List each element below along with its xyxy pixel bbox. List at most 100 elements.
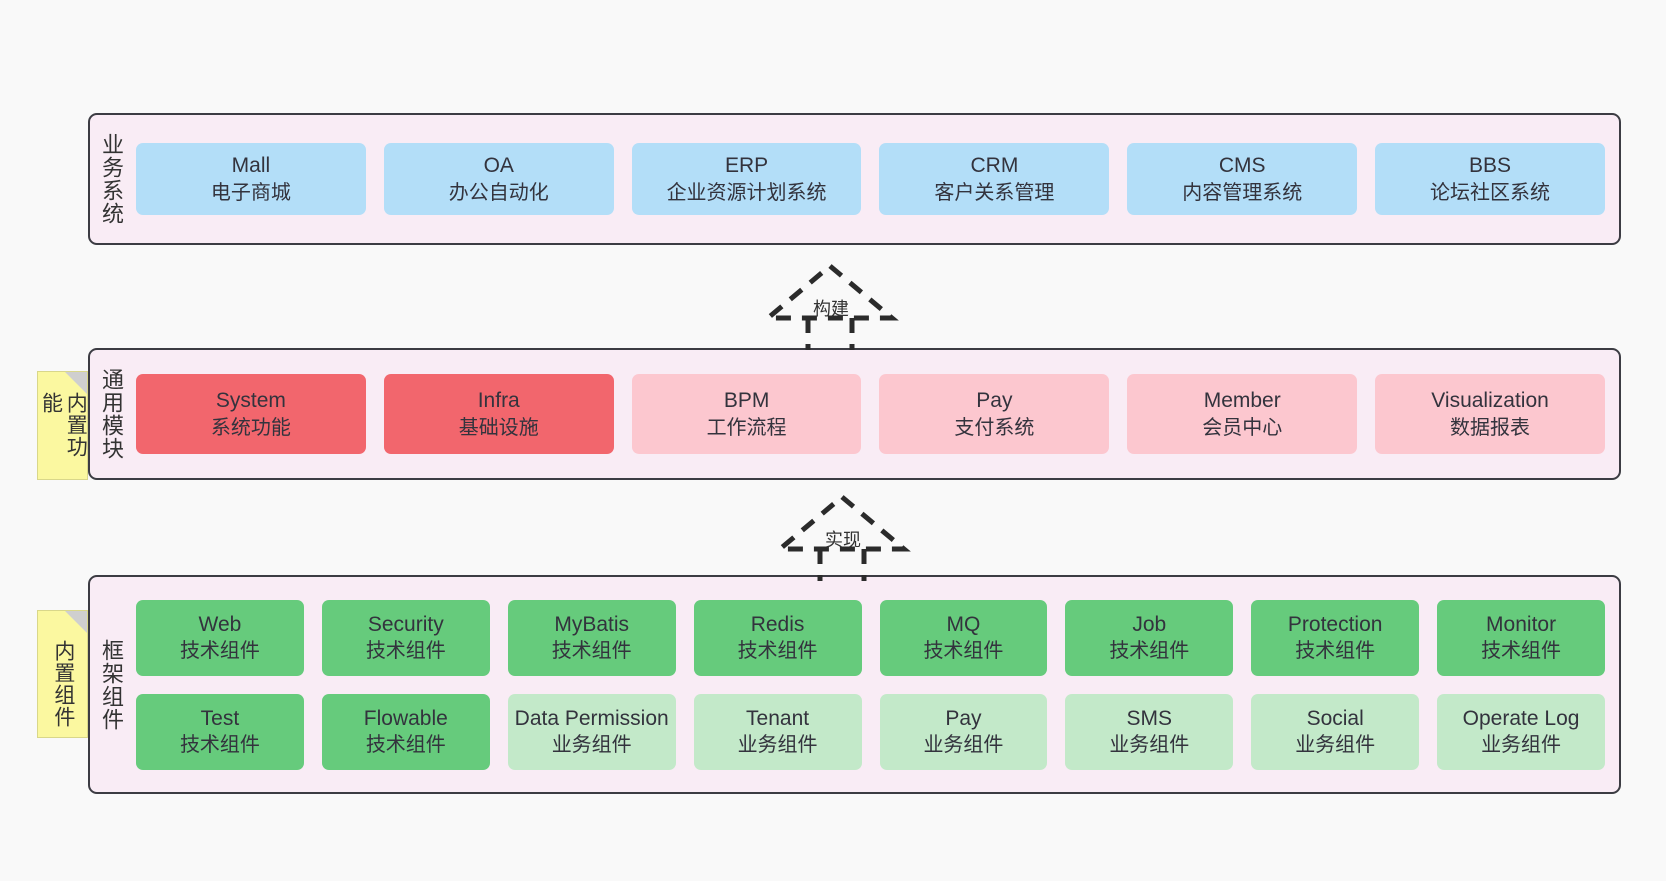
card-title-cn: 电子商城 xyxy=(210,181,291,204)
card-module-pay[interactable]: Pay 支付系统 xyxy=(879,374,1110,454)
arrow-implement: 实现 xyxy=(772,493,912,581)
card-title-en: BBS xyxy=(1469,154,1512,178)
card-title-cn: 内容管理系统 xyxy=(1182,181,1303,204)
card-title-cn: 系统功能 xyxy=(210,416,291,439)
card-title-en: System xyxy=(215,389,286,413)
card-title-cn: 技术组件 xyxy=(365,640,446,663)
card-title-cn: 业务组件 xyxy=(1481,734,1562,757)
card-title-cn: 企业资源计划系统 xyxy=(666,181,827,204)
card-business-cms[interactable]: CMS 内容管理系统 xyxy=(1127,143,1358,215)
card-title-en: Web xyxy=(198,612,242,636)
sticky-note-builtin-functions: 内置功能 xyxy=(37,371,88,480)
card-title-cn: 工作流程 xyxy=(706,416,787,439)
card-title-en: Pay xyxy=(945,706,982,730)
card-module-visualization[interactable]: Visualization 数据报表 xyxy=(1375,374,1605,454)
card-title-en: MyBatis xyxy=(554,612,630,636)
card-title-cn: 业务组件 xyxy=(551,734,632,757)
card-title-en: Security xyxy=(367,612,444,636)
card-title-cn: 技术组件 xyxy=(1295,640,1376,663)
card-title-cn: 技术组件 xyxy=(1109,640,1190,663)
card-component-flowable[interactable]: Flowable 技术组件 xyxy=(321,693,490,770)
card-title-en: Visualization xyxy=(1431,389,1549,413)
layer-title-framework: 框架组件 xyxy=(98,638,124,731)
card-title-cn: 技术组件 xyxy=(737,640,818,663)
card-title-cn: 支付系统 xyxy=(954,416,1035,439)
layer-common-modules: 通用模块 System 系统功能 Infra 基础设施 BPM 工作流程 Pay 支付系统 Me… xyxy=(88,348,1621,480)
card-title-en: Data Permission xyxy=(514,706,669,730)
card-title-en: Infra xyxy=(477,389,520,413)
arrow-shaft-build xyxy=(805,318,855,350)
card-title-cn: 技术组件 xyxy=(179,640,260,663)
card-title-en: Social xyxy=(1306,706,1364,730)
layer-title-business: 业务系统 xyxy=(98,133,124,225)
arrow-shaft-implement xyxy=(817,549,867,581)
arrow-label-build: 构建 xyxy=(813,299,849,319)
card-module-infra[interactable]: Infra 基础设施 xyxy=(383,374,614,454)
card-component-redis[interactable]: Redis 技术组件 xyxy=(693,599,862,676)
card-component-data-permission[interactable]: Data Permission 业务组件 xyxy=(507,693,676,770)
card-component-security[interactable]: Security 技术组件 xyxy=(321,599,490,676)
card-title-cn: 业务组件 xyxy=(1295,734,1376,757)
card-title-en: CRM xyxy=(970,154,1019,178)
card-component-test[interactable]: Test 技术组件 xyxy=(136,693,304,770)
card-title-en: Redis xyxy=(750,612,805,636)
card-title-en: Protection xyxy=(1287,612,1383,636)
card-component-social[interactable]: Social 业务组件 xyxy=(1251,693,1420,770)
card-title-cn: 业务组件 xyxy=(737,734,818,757)
card-title-cn: 技术组件 xyxy=(923,640,1004,663)
card-business-erp[interactable]: ERP 企业资源计划系统 xyxy=(631,143,862,215)
card-business-mall[interactable]: Mall 电子商城 xyxy=(136,143,366,215)
card-component-tenant[interactable]: Tenant 业务组件 xyxy=(693,693,862,770)
arrow-build: 构建 xyxy=(760,262,900,350)
card-title-en: Operate Log xyxy=(1462,706,1580,730)
card-title-en: Flowable xyxy=(363,706,448,730)
card-title-cn: 基础设施 xyxy=(458,416,539,439)
card-component-protection[interactable]: Protection 技术组件 xyxy=(1251,599,1420,676)
card-title-en: CMS xyxy=(1218,154,1266,178)
card-module-system[interactable]: System 系统功能 xyxy=(136,374,366,454)
card-component-web[interactable]: Web 技术组件 xyxy=(136,599,304,676)
card-title-en: BPM xyxy=(723,389,770,413)
card-component-operate-log[interactable]: Operate Log 业务组件 xyxy=(1437,693,1605,770)
card-title-cn: 客户关系管理 xyxy=(934,181,1055,204)
card-business-crm[interactable]: CRM 客户关系管理 xyxy=(879,143,1110,215)
card-title-cn: 业务组件 xyxy=(1109,734,1190,757)
card-title-cn: 数据报表 xyxy=(1450,416,1531,439)
card-module-bpm[interactable]: BPM 工作流程 xyxy=(631,374,862,454)
card-title-cn: 技术组件 xyxy=(1481,640,1562,663)
card-title-en: ERP xyxy=(724,154,769,178)
layer-title-common: 通用模块 xyxy=(98,368,124,460)
card-title-cn: 技术组件 xyxy=(551,640,632,663)
card-component-mybatis[interactable]: MyBatis 技术组件 xyxy=(507,599,676,676)
card-title-en: OA xyxy=(483,154,514,178)
card-title-cn: 技术组件 xyxy=(179,734,260,757)
card-title-en: Mall xyxy=(231,154,271,178)
card-title-en: Test xyxy=(200,706,240,730)
card-title-en: Monitor xyxy=(1486,612,1557,636)
card-title-en: Pay xyxy=(976,389,1013,413)
arrow-head-implement xyxy=(773,493,911,552)
card-title-en: Tenant xyxy=(746,706,810,730)
arrow-label-implement: 实现 xyxy=(825,530,861,550)
sticky-note-builtin-components: 内置组件 xyxy=(37,610,88,738)
card-component-pay[interactable]: Pay 业务组件 xyxy=(879,693,1048,770)
card-title-cn: 技术组件 xyxy=(365,734,446,757)
arrow-head-build xyxy=(761,262,899,321)
card-component-monitor[interactable]: Monitor 技术组件 xyxy=(1437,599,1605,676)
card-title-cn: 业务组件 xyxy=(923,734,1004,757)
